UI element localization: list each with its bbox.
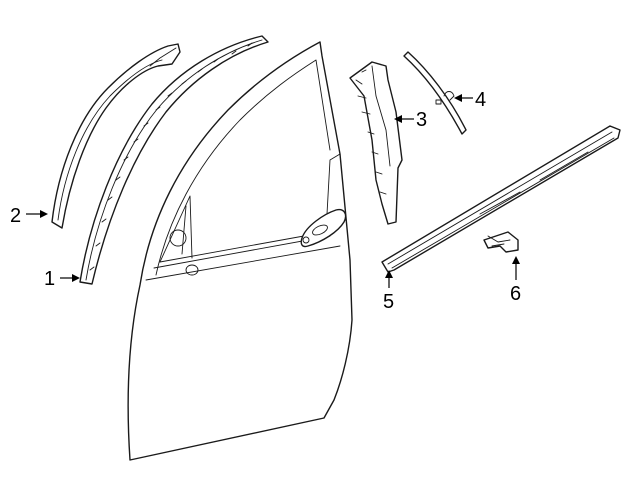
callout-1-label: 1	[44, 268, 55, 290]
callout-6-label: 6	[510, 283, 521, 305]
callout-4: 4	[454, 89, 486, 111]
part-2-frame-molding	[51, 43, 181, 229]
callout-6: 6	[510, 256, 521, 305]
callout-1: 1	[44, 268, 80, 290]
part-5-belt-molding	[381, 125, 621, 273]
callout-3: 3	[394, 109, 427, 131]
callout-5-label: 5	[383, 291, 394, 313]
callout-2-label: 2	[10, 205, 21, 227]
part-1-frame-weatherstrip	[79, 35, 269, 285]
callout-5: 5	[383, 270, 394, 313]
callout-4-label: 4	[475, 89, 486, 111]
part-3-pillar-applique	[349, 61, 403, 225]
part-6-clip	[483, 231, 519, 253]
door-shell	[127, 41, 353, 461]
callout-3-label: 3	[416, 109, 427, 131]
part-4-channel-seal	[403, 51, 467, 135]
callout-2: 2	[10, 205, 48, 227]
